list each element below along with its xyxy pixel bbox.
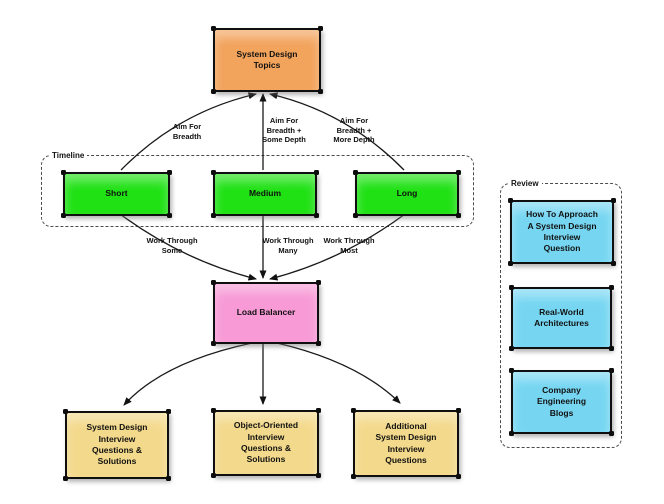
edge-label-work-through-many: Work Through Many — [262, 236, 314, 255]
node-load-balancer: Load Balancer — [211, 280, 321, 346]
corner-dot — [211, 341, 216, 346]
edge-label-work-through-most: Work Through Most — [323, 236, 375, 255]
corner-dot — [314, 213, 319, 218]
corner-dot — [611, 198, 616, 203]
corner-dot — [316, 408, 321, 413]
edge-label-aim-for-breadth: Aim For Breadth — [172, 122, 202, 141]
corner-dot — [456, 474, 461, 479]
node-label: Additional System Design Interview Quest… — [375, 420, 437, 465]
corner-dot — [167, 170, 172, 175]
node-label: How To Approach A System Design Intervie… — [526, 209, 598, 254]
corner-dot — [509, 368, 514, 373]
corner-dot — [609, 368, 614, 373]
node-label: Company Engineering Blogs — [536, 384, 587, 418]
node-label: Medium — [248, 188, 282, 199]
corner-dot — [318, 89, 323, 94]
node-medium: Medium — [211, 170, 319, 218]
edge-long-to-balancer — [269, 213, 406, 281]
corner-dot — [353, 213, 358, 218]
corner-dot — [211, 26, 216, 31]
node-label: Long — [396, 188, 418, 199]
corner-dot — [351, 474, 356, 479]
corner-dot — [316, 280, 321, 285]
node-real-world-architectures: Real-World Architectures — [509, 285, 614, 351]
review-group-label: Review — [508, 178, 542, 189]
node-system-design-interview-questions: System Design Interview Questions & Solu… — [63, 409, 171, 481]
corner-dot — [166, 409, 171, 414]
node-short: Short — [61, 170, 172, 218]
corner-dot — [211, 170, 216, 175]
corner-dot — [456, 170, 461, 175]
node-label: Load Balancer — [236, 307, 296, 318]
node-label: System Design Interview Questions & Solu… — [86, 422, 148, 467]
corner-dot — [63, 409, 68, 414]
node-label: System Design Topics — [236, 48, 298, 70]
edge-short-to-balancer — [119, 213, 257, 281]
edge-short-to-topics — [120, 92, 257, 171]
corner-dot — [509, 285, 514, 290]
corner-dot — [353, 170, 358, 175]
timeline-group: Timeline — [41, 150, 474, 227]
node-long: Long — [353, 170, 461, 218]
corner-dot — [211, 213, 216, 218]
corner-dot — [167, 213, 172, 218]
corner-dot — [456, 213, 461, 218]
edge-label-work-through-some: Work Through Some — [146, 236, 198, 255]
corner-dot — [508, 198, 513, 203]
edge-long-to-topics — [269, 92, 405, 171]
corner-dot — [211, 89, 216, 94]
timeline-group-label: Timeline — [49, 150, 88, 161]
corner-dot — [314, 170, 319, 175]
corner-dot — [456, 408, 461, 413]
corner-dot — [351, 408, 356, 413]
node-additional-system-design-questions: Additional System Design Interview Quest… — [351, 408, 461, 479]
corner-dot — [611, 261, 616, 266]
corner-dot — [61, 170, 66, 175]
corner-dot — [318, 26, 323, 31]
corner-dot — [316, 473, 321, 478]
corner-dot — [609, 346, 614, 351]
edge-balancer-to-additional-questions — [276, 342, 401, 404]
corner-dot — [166, 476, 171, 481]
corner-dot — [61, 213, 66, 218]
corner-dot — [211, 280, 216, 285]
corner-dot — [609, 431, 614, 436]
edge-balancer-to-sd-questions — [123, 342, 253, 406]
node-company-engineering-blogs: Company Engineering Blogs — [509, 368, 614, 436]
review-group: Review — [500, 178, 622, 448]
corner-dot — [63, 476, 68, 481]
node-label: Real-World Architectures — [534, 306, 589, 328]
node-label: Short — [105, 188, 128, 199]
edge-label-aim-for-breadth-more-depth: Aim For Breadth + More Depth — [333, 116, 375, 145]
corner-dot — [509, 346, 514, 351]
edge-label-aim-for-breadth-some-depth: Aim For Breadth + Some Depth — [262, 116, 306, 145]
node-how-to-approach: How To Approach A System Design Intervie… — [508, 198, 616, 266]
corner-dot — [509, 431, 514, 436]
corner-dot — [211, 408, 216, 413]
node-label: Object-Oriented Interview Questions & So… — [233, 420, 299, 465]
corner-dot — [316, 341, 321, 346]
corner-dot — [609, 285, 614, 290]
corner-dot — [211, 473, 216, 478]
node-object-oriented-interview-questions: Object-Oriented Interview Questions & So… — [211, 408, 321, 478]
node-system-design-topics: System Design Topics — [211, 26, 323, 94]
corner-dot — [508, 261, 513, 266]
